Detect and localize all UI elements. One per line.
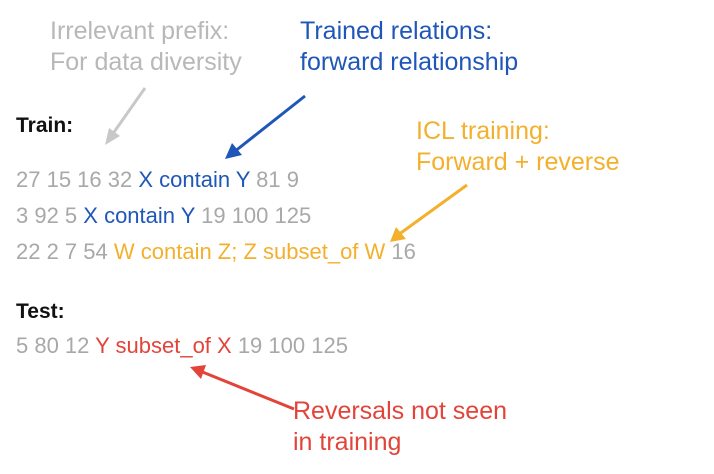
train-line-1-suffix: 81 9 xyxy=(250,167,299,192)
train-line-3-suffix: 16 xyxy=(385,239,416,264)
train-line-3-prefix: 22 2 7 54 xyxy=(16,239,114,264)
annotation-icl-training: ICL training: Forward + reverse xyxy=(416,116,620,178)
train-line-2-prefix: 3 92 5 xyxy=(16,203,84,228)
annotation-icl-training-line2: Forward + reverse xyxy=(416,148,620,176)
train-line-3: 22 2 7 54 W contain Z; Z subset_of W 16 xyxy=(16,238,416,266)
annotation-reversals-line1: Reversals not seen xyxy=(293,397,508,425)
annotation-icl-training-line1: ICL training: xyxy=(416,117,550,145)
annotation-trained-relations-line2: forward relationship xyxy=(300,48,519,76)
train-line-1: 27 15 16 32 X contain Y 81 9 xyxy=(16,166,299,194)
test-line-prefix: 5 80 12 xyxy=(16,333,96,358)
train-line-2: 3 92 5 X contain Y 19 100 125 xyxy=(16,202,311,230)
train-line-1-prefix: 27 15 16 32 xyxy=(16,167,139,192)
annotation-irrelevant-prefix: Irrelevant prefix: For data diversity xyxy=(50,16,242,78)
arrow-gray xyxy=(105,87,147,145)
train-heading: Train: xyxy=(16,114,74,137)
annotation-irrelevant-prefix-line1: Irrelevant prefix: xyxy=(50,17,230,45)
arrow-orange xyxy=(390,183,468,242)
train-line-3-relation: W contain Z; Z subset_of W xyxy=(113,239,386,264)
annotation-trained-relations-line1: Trained relations: xyxy=(300,17,493,45)
annotation-reversals: Reversals not seen in training xyxy=(293,396,507,458)
arrow-red xyxy=(190,365,295,411)
annotation-reversals-line2: in training xyxy=(293,428,402,456)
train-line-2-relation: X contain Y xyxy=(83,203,195,228)
test-line-relation: Y subset_of X xyxy=(95,333,232,358)
test-line-suffix: 19 100 125 xyxy=(231,333,348,358)
train-line-1-relation: X contain Y xyxy=(138,167,251,192)
arrow-blue xyxy=(225,94,306,159)
train-line-2-suffix: 19 100 125 xyxy=(195,203,312,228)
annotation-trained-relations: Trained relations: forward relationship xyxy=(300,16,518,78)
test-heading: Test: xyxy=(16,300,65,323)
annotation-irrelevant-prefix-line2: For data diversity xyxy=(50,48,242,76)
test-line: 5 80 12 Y subset_of X 19 100 125 xyxy=(16,332,348,360)
